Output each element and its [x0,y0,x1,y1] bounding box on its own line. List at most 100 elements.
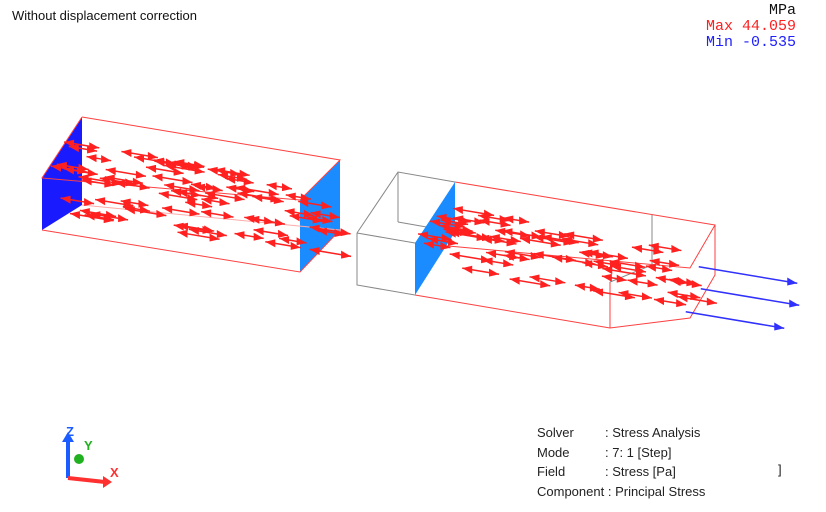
arrow-head [118,214,129,223]
info-field: Field: Stress [Pa] [537,464,676,479]
arrow-head [162,205,173,214]
arrow-head [104,174,115,183]
arrow-head [452,206,463,215]
arrow-head [185,199,196,208]
principal-stress-arrows [50,139,717,308]
arrow-head [264,216,275,225]
arrow-head [50,163,61,172]
arrow-head [274,218,285,227]
arrow-head [289,213,300,222]
arrow-head [533,234,544,243]
arrow-head [529,274,540,283]
arrow-head [453,215,464,224]
arrow-head [624,292,635,301]
arrow-head [158,190,169,199]
arrow-head [173,222,184,231]
arrow-head [691,279,702,288]
info-component: Component : Principal Stress [537,483,706,499]
stress-arrow [700,288,800,306]
arrow-head [440,241,451,250]
arrow-head [226,184,237,193]
arrow-head [182,176,193,185]
arrow-head [68,144,79,153]
arrow-head [316,227,327,236]
stress-legend: MPa Max 44.059 Min -0.535 [706,3,796,51]
arrow-head [253,232,264,241]
arrow-head [79,208,90,217]
arrow-head [641,292,652,301]
arrow-head [474,217,485,226]
view-caption: Without displacement correction [12,8,197,23]
arrow-head [503,259,514,268]
arrow-head [423,240,434,249]
arrow-head [156,209,167,218]
arrow-head [208,192,219,201]
stress-arrow [685,311,785,329]
right-box-edges [356,171,716,329]
arrow-head [649,258,660,267]
arrow-head [310,210,321,219]
arrow-head [530,251,541,260]
arrow-head [510,235,521,244]
arrow-head [647,279,658,288]
arrow-head [585,258,596,267]
arrow-head [321,201,332,210]
stress-arrow [698,266,798,284]
arrow-head [418,231,429,240]
arrow-head [309,247,320,256]
arrow-head [147,151,158,160]
arrow-head [690,292,701,301]
arrow-head [636,266,647,275]
arrow-head [465,227,476,236]
arrow-head [298,199,309,208]
arrow-head [121,149,132,158]
legend-unit: MPa [768,2,796,19]
arrow-head [462,265,473,274]
arrow-head [105,167,116,176]
arrow-head [81,177,92,186]
arrow-head [123,200,134,209]
arrow-head [676,299,687,308]
arrow-head [609,259,620,268]
arrow-head [187,161,198,170]
arrow-head [789,299,800,308]
arrow-head [146,164,157,173]
arrow-head [132,177,143,186]
arrow-head [520,230,531,239]
arrow-head [86,154,97,163]
analysis-info: Solver: Stress Analysis Mode: 7: 1 [Step… [537,423,705,501]
arrow-head [341,250,352,259]
arrow-head [135,170,146,179]
arrow-head [667,289,678,298]
arrow-head [138,199,149,208]
arrow-head [207,166,218,175]
load-arrows [685,266,800,331]
arrow-head [223,211,234,220]
arrow-head [774,322,785,331]
arrow-head [430,218,441,227]
arrow-head [201,209,212,218]
arrow-head [270,194,281,203]
arrow-head [133,154,144,163]
arrow-head [479,217,490,226]
arrow-head [509,276,520,285]
arrow-head [239,169,250,178]
arrow-head [631,244,642,253]
arrow-head [154,157,165,166]
axis-y-label: Y [84,438,93,453]
arrow-head [602,266,613,275]
arrow-head [668,277,679,286]
arrow-head [671,244,682,253]
arrow-head [706,297,717,306]
arrow-head [296,237,307,246]
arrow-head [171,188,182,197]
arrow-head [677,294,688,303]
arrow-head [481,255,492,264]
arrow-head [234,193,245,202]
arrow-head [139,182,150,191]
arrow-head [244,215,255,224]
arrow-head [189,185,200,194]
arrow-head [627,277,638,286]
arrow-head [500,219,511,228]
